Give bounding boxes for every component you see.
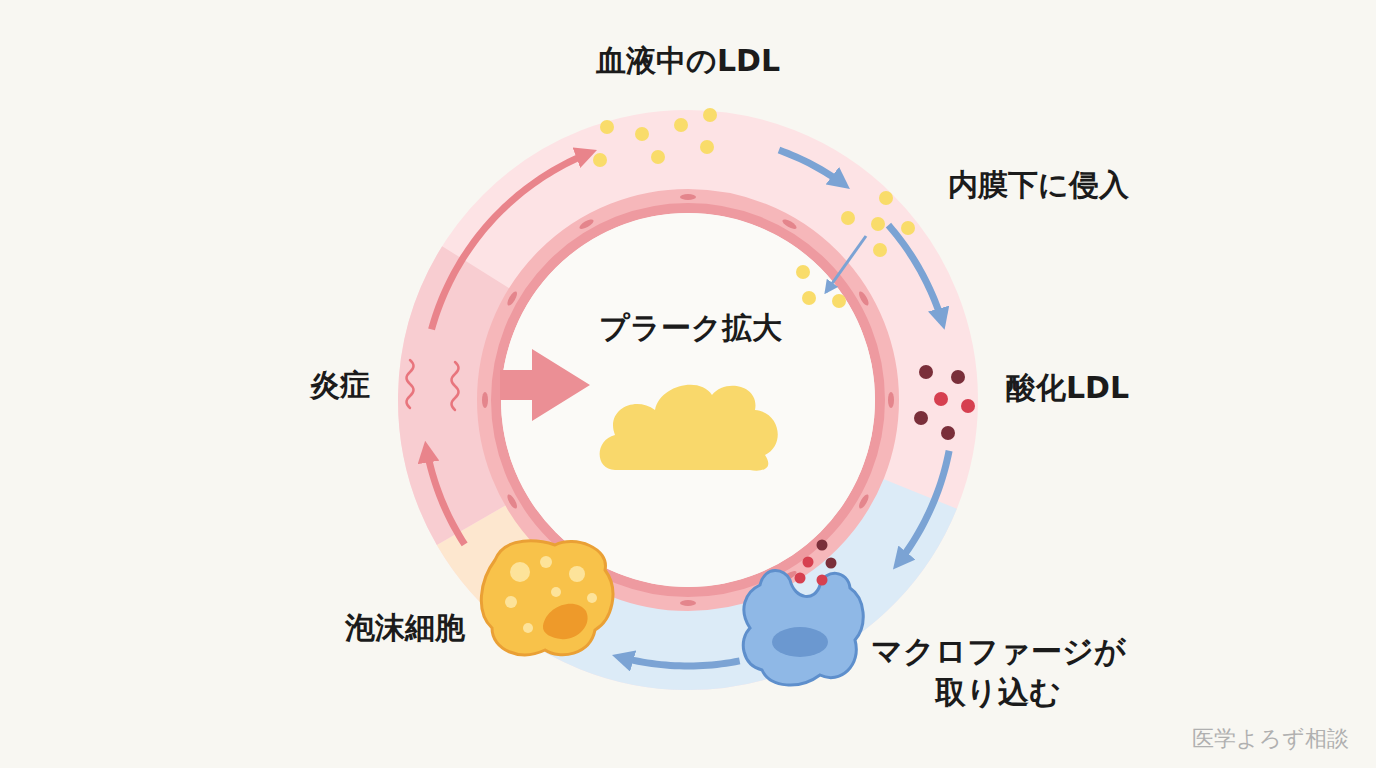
oxidized-particle (934, 392, 948, 406)
cycle-arrow (893, 451, 949, 570)
cycle-arrow (425, 441, 465, 545)
stage-label: プラーク拡大 (590, 310, 790, 346)
wall-cell (781, 218, 798, 231)
ldl-particle (841, 211, 855, 225)
stage-label: 酸化LDL (995, 370, 1140, 406)
block-arrow (500, 349, 590, 421)
ldl-particle (871, 217, 885, 231)
lipid-droplet (540, 556, 552, 568)
stage-label-box: 酸化LDL (900, 330, 1135, 450)
inflammation-wave (407, 360, 414, 408)
ldl-particle (703, 108, 717, 122)
wall-cell (888, 392, 894, 408)
foam-cell-nucleus (543, 604, 588, 639)
stage-label: 内膜下に侵入 (930, 167, 1146, 203)
ldl-particle (802, 291, 816, 305)
lipid-droplet (587, 593, 597, 603)
oxidized-particle (817, 540, 828, 551)
stage-label: マクロファージが 取り込む (870, 631, 1126, 713)
cycle-arrow (432, 150, 597, 329)
wall-cell (680, 194, 696, 200)
lipid-droplet (505, 596, 517, 608)
wall-cell (482, 392, 488, 408)
lumen (501, 213, 875, 587)
cycle-arrow (612, 655, 740, 666)
macrophage-nucleus (772, 627, 828, 657)
macrophage-cell (743, 570, 863, 685)
oxidized-particle (914, 411, 928, 425)
oxidized-particle (961, 399, 975, 413)
oxidized-particle (826, 558, 837, 569)
oxidized-ldl (914, 365, 975, 440)
stage-label: 泡沫細胞 (335, 610, 475, 646)
ldl-particle (635, 127, 649, 141)
stage-label-box: マクロファージが 取り込む (740, 570, 1140, 710)
oxidized-particle (803, 557, 814, 568)
watermark: 医学よろず相談 (1192, 724, 1349, 754)
ldl-particle (879, 191, 893, 205)
stage-label-box: プラーク拡大 (590, 305, 790, 475)
stage-label-box: 内膜下に侵入 (850, 165, 1140, 225)
lipid-droplet (551, 587, 561, 597)
stage-label-box: 血液中のLDL (588, 40, 788, 150)
ldl-particle (796, 265, 810, 279)
oxidized-particle (919, 365, 933, 379)
ldl-particle (593, 153, 607, 167)
stage-label: 炎症 (300, 367, 380, 403)
stage-label: 血液中のLDL (588, 43, 788, 79)
wall-cell (578, 218, 595, 231)
wall-cell (506, 290, 519, 307)
lipid-droplet (569, 566, 585, 582)
ldl-particle (901, 221, 915, 235)
ldl-particle (700, 140, 714, 154)
foam-cell (481, 541, 613, 655)
oxidized-particle (795, 573, 806, 584)
ldl-particle (674, 118, 688, 132)
wall-cell (857, 290, 870, 307)
plaque-shape (600, 385, 778, 471)
engulfed-particles (795, 540, 837, 586)
lipid-droplet (523, 623, 533, 633)
connectors (425, 150, 949, 666)
ldl-particle (873, 243, 887, 257)
stage-label-box: 炎症 (300, 330, 500, 440)
cycle-arrow (888, 225, 944, 330)
wall-cell (857, 493, 870, 510)
ldl-particle (832, 294, 846, 308)
stage-label-box: 泡沫細胞 (335, 545, 612, 665)
entry-arrow (826, 236, 866, 292)
oxidized-particle (951, 370, 965, 384)
ldl-particle (651, 150, 665, 164)
artery-wall-inner (496, 208, 880, 592)
ldl-particle (600, 120, 614, 134)
oxidized-particle (817, 575, 828, 586)
lipid-droplet (510, 562, 530, 582)
oxidized-particle (941, 426, 955, 440)
wall-cell (680, 600, 696, 606)
wall-cell (506, 493, 519, 510)
cycle-arrow (779, 150, 850, 189)
ldl-particles (593, 108, 915, 308)
inflammation-wave (452, 362, 459, 410)
